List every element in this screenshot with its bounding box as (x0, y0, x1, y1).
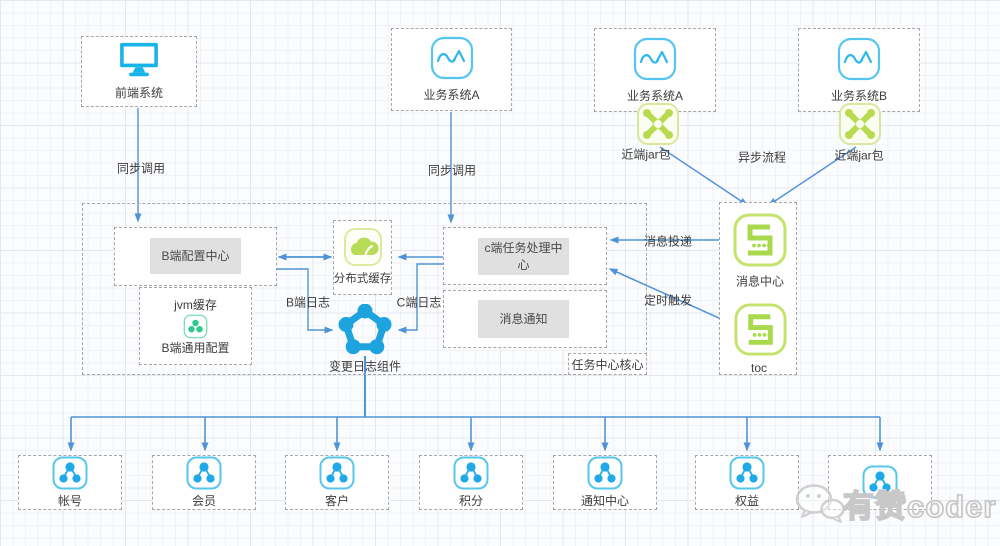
node-label: 业务系统B (830, 88, 887, 103)
share-nodes-icon (862, 465, 898, 498)
edge-label-c-log: C端日志 (396, 295, 442, 310)
node-label: 分布式缓存 (333, 273, 392, 285)
node-member: 会员 (152, 455, 256, 510)
node-distributed-cache: 分布式缓存 (333, 220, 392, 295)
node-label: 权益 (734, 494, 759, 508)
node-label: 通知中心 (580, 494, 629, 508)
node-label: 业务系统A (626, 88, 683, 103)
node-business-system-a2: 业务系统A (594, 28, 716, 112)
node-label: 业务系统A (423, 88, 480, 102)
share-nodes-icon (587, 456, 623, 490)
edge-label-sync-call-2: 同步调用 (427, 163, 477, 178)
node-customer: 客户 (285, 455, 389, 510)
node-business-system-a1: 业务系统A (391, 28, 512, 111)
task-center-core-container (82, 203, 647, 375)
changelog-molecule-icon (338, 304, 392, 355)
jvm-cluster-icon (183, 314, 208, 338)
share-nodes-icon (319, 456, 355, 490)
message-center-icon (733, 213, 787, 267)
wave-app-icon (430, 36, 473, 80)
node-points: 积分 (419, 455, 523, 510)
node-account: 帐号 (18, 455, 122, 510)
node-frontend-system: 前端系统 (81, 36, 197, 107)
edge-label-async-flow: 异步流程 (737, 150, 787, 165)
jvm-cache-label: jvm缓存 (174, 298, 217, 312)
watermark-text: 有赞coder (842, 488, 997, 525)
edge-label-near-jar-1: 近端jar包 (621, 147, 671, 162)
share-nodes-icon (453, 456, 489, 490)
share-nodes-icon (729, 456, 765, 490)
toc-icon (734, 303, 787, 356)
jar-package-icon (839, 103, 881, 145)
monitor-icon (120, 42, 158, 77)
toc-label: toc (750, 361, 768, 375)
wave-app-icon (837, 37, 881, 80)
node-jvm-cache: jvm缓存 B端通用配置 (139, 287, 252, 365)
edge-label-timed-trigger: 定时触发 (643, 293, 693, 308)
jar-package-icon (637, 103, 679, 145)
node-message-notify-label: 消息通知 (478, 300, 569, 338)
task-center-core-tag: 任务中心核心 (568, 353, 647, 375)
node-label: 前端系统 (114, 86, 163, 100)
share-nodes-icon (52, 456, 88, 490)
edge-label-sync-call-1: 同步调用 (116, 161, 166, 176)
edge-label-near-jar-2: 近端jar包 (834, 148, 884, 163)
message-center-label: 消息中心 (735, 274, 785, 289)
node-last (828, 455, 932, 510)
node-benefits: 权益 (695, 455, 799, 510)
changelog-label: 变更日志组件 (328, 359, 402, 374)
node-label: 会员 (191, 494, 216, 508)
node-b-config-center-label: B端配置中心 (150, 238, 241, 274)
edge-label-msg-delivery: 消息投递 (643, 234, 693, 249)
node-business-system-b: 业务系统B (798, 28, 920, 112)
node-label: 帐号 (57, 494, 82, 508)
edge-label-b-log: B端日志 (285, 295, 331, 310)
wechat-icon (795, 484, 845, 523)
wave-app-icon (633, 37, 677, 80)
share-nodes-icon (186, 456, 222, 490)
core-tag-label: 任务中心核心 (571, 357, 644, 372)
node-label: 客户 (324, 494, 349, 508)
node-notify-center: 通知中心 (553, 455, 657, 510)
node-c-task-center-label: c端任务处理中心 (478, 238, 569, 275)
b-common-config-label: B端通用配置 (161, 341, 230, 355)
node-label: 积分 (458, 494, 483, 508)
cache-cloud-icon (343, 228, 382, 266)
